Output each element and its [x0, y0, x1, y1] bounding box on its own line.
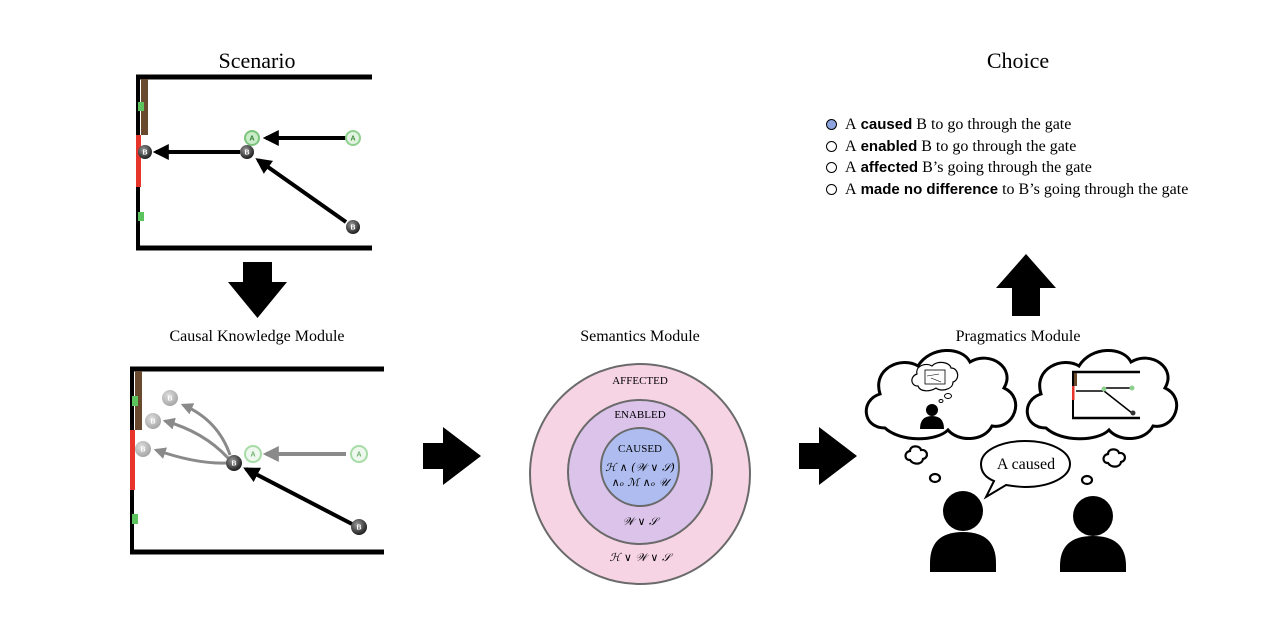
- svg-text:A: A: [356, 452, 361, 459]
- radio-icon[interactable]: [826, 162, 837, 174]
- ball-b-start: B: [346, 220, 360, 234]
- choice-suffix: B’s going through the gate: [922, 159, 1092, 176]
- thought-bubble-left-2: [928, 472, 942, 484]
- radio-selected-icon[interactable]: [826, 119, 837, 131]
- gate-marker-bottom: [132, 514, 138, 524]
- ball-b-path: [243, 467, 353, 526]
- scenario-title: Scenario: [219, 48, 296, 73]
- speech-bubble: [979, 439, 1072, 500]
- right-arrow-icon-2: [799, 427, 857, 485]
- ball-a-ghost: A: [345, 130, 361, 146]
- ghost-ball-b-1: B: [162, 390, 178, 406]
- ghost-ball-b-3: B: [135, 441, 151, 457]
- enabled-formula: 𝒲 ∨ 𝒮: [622, 515, 661, 528]
- counterfactual-path-1: [180, 403, 232, 456]
- gate-marker-top: [132, 396, 138, 406]
- ghost-ball-a-right: A: [350, 445, 368, 463]
- counterfactual-path-3: [153, 447, 227, 465]
- wall-segment: [141, 79, 148, 135]
- svg-text:B: B: [140, 447, 145, 454]
- ball-b-start: B: [351, 519, 367, 535]
- radio-icon[interactable]: [826, 183, 837, 195]
- gate-marker-top: [138, 102, 144, 111]
- svg-text:A: A: [249, 136, 254, 143]
- affected-label: AFFECTED: [612, 375, 668, 387]
- radio-icon[interactable]: [826, 140, 837, 152]
- choice-prefix: A: [845, 159, 857, 176]
- mini-scenario-icon: [1072, 370, 1140, 420]
- listener-thought-cloud: [864, 349, 1018, 441]
- right-arrow-icon-1: [423, 427, 481, 485]
- wall-segment: [135, 371, 142, 430]
- nested-thought-icon: [911, 361, 959, 392]
- ball-a: A: [244, 130, 260, 146]
- caused-formula-line-1: ℋ ∧ (𝒲 ∨ 𝒮): [605, 461, 675, 474]
- thought-bubble-left-1: [904, 445, 928, 465]
- choice-title: Choice: [987, 48, 1049, 73]
- mini-person-icon: [926, 404, 938, 416]
- choice-verb: made no difference: [860, 180, 999, 198]
- speech-text: A caused: [997, 456, 1055, 473]
- listener-person-icon: [943, 491, 983, 531]
- choice-option-affected[interactable]: A affected B’s going through the gate: [826, 157, 1188, 179]
- choice-prefix: A: [845, 137, 857, 155]
- affected-formula: ℋ ∨ 𝒲 ∨ 𝒮: [609, 551, 673, 564]
- caused-ring: [600, 427, 680, 507]
- caused-label: CAUSED: [618, 443, 662, 455]
- ball-b-end: B: [138, 145, 152, 159]
- svg-text:B: B: [150, 419, 155, 426]
- svg-text:B: B: [356, 525, 361, 532]
- choice-suffix: B to go through the gate: [921, 137, 1077, 155]
- causal-knowledge-panel: B B B A A B B: [130, 366, 384, 555]
- speaker-thought-cloud: [1025, 349, 1179, 441]
- choice-prefix: A: [845, 180, 857, 198]
- enabled-label: ENABLED: [614, 409, 665, 421]
- choice-option-enabled[interactable]: A enabled B to go through the gate: [826, 136, 1188, 158]
- gate-marker-bottom: [138, 212, 144, 221]
- choice-verb: caused: [860, 116, 913, 133]
- choice-prefix: A: [845, 116, 857, 133]
- choice-suffix: B to go through the gate: [916, 116, 1072, 133]
- svg-text:B: B: [142, 150, 147, 157]
- svg-text:A: A: [250, 452, 255, 459]
- choice-list: A caused B to go through the gate A enab…: [826, 114, 1188, 200]
- choice-option-caused[interactable]: A caused B to go through the gate: [826, 114, 1188, 136]
- ball-b-collision: B: [226, 455, 242, 471]
- choice-verb: affected: [860, 159, 919, 176]
- down-arrow-icon: [228, 262, 287, 318]
- thought-bubble-right-2: [1080, 474, 1094, 486]
- ghost-ball-b-2: B: [145, 413, 161, 429]
- choice-verb: enabled: [860, 137, 918, 155]
- semantics-module-title: Semantics Module: [580, 328, 700, 345]
- caused-formula-line-2: ∧ₒ ℳ ∧ₒ 𝒰: [612, 476, 672, 489]
- semantics-diagram: AFFECTED ENABLED CAUSED ℋ ∧ (𝒲 ∨ 𝒮) ∧ₒ ℳ…: [529, 363, 751, 585]
- thought-bubble-right-1: [1102, 448, 1126, 468]
- ball-b-path-before: [255, 158, 348, 224]
- causal-module-title: Causal Knowledge Module: [169, 328, 344, 345]
- gate: [130, 430, 135, 490]
- choice-option-no-difference[interactable]: A made no difference to B’s going throug…: [826, 179, 1188, 201]
- pragmatics-diagram: A caused: [864, 349, 1179, 572]
- svg-text:B: B: [244, 150, 249, 157]
- gate: [136, 135, 141, 187]
- ball-b-collision: B: [240, 145, 254, 159]
- svg-text:B: B: [350, 225, 355, 232]
- scenario-panel: A A B B B: [136, 74, 372, 251]
- choice-suffix: to B’s going through the gate: [1002, 180, 1189, 198]
- up-arrow-icon: [996, 254, 1056, 316]
- svg-text:A: A: [350, 136, 355, 143]
- svg-text:B: B: [167, 396, 172, 403]
- speaker-person-icon: [1073, 496, 1113, 536]
- ghost-ball-a: A: [244, 445, 262, 463]
- counterfactual-path-2: [162, 417, 230, 460]
- svg-text:B: B: [231, 461, 236, 468]
- pragmatics-module-title: Pragmatics Module: [956, 328, 1081, 345]
